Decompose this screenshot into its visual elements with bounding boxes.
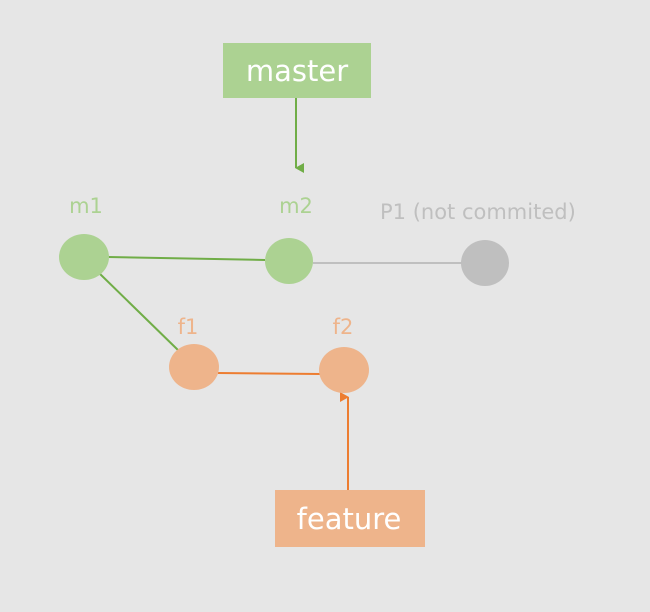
edge-f1-f2 — [217, 372, 321, 375]
commit-m2-label: m2 — [279, 194, 313, 218]
commit-f2-node — [319, 347, 369, 393]
feature-branch-box: feature — [275, 490, 425, 547]
feature-branch-label: feature — [297, 502, 402, 536]
commit-m2-node — [265, 238, 313, 284]
commit-p1-label: P1 (not commited) — [380, 200, 576, 224]
commit-m1-label: m1 — [69, 194, 103, 218]
commit-f1-node — [169, 344, 219, 390]
master-branch-box: master — [223, 43, 371, 98]
commit-f1-label: f1 — [178, 315, 199, 339]
commit-f2-label: f2 — [333, 315, 354, 339]
commit-m1-node — [59, 234, 109, 280]
edge-m1-f1 — [97, 271, 181, 353]
master-branch-label: master — [246, 54, 348, 88]
edge-m1-m2 — [107, 256, 266, 261]
commit-p1-node — [461, 240, 509, 286]
